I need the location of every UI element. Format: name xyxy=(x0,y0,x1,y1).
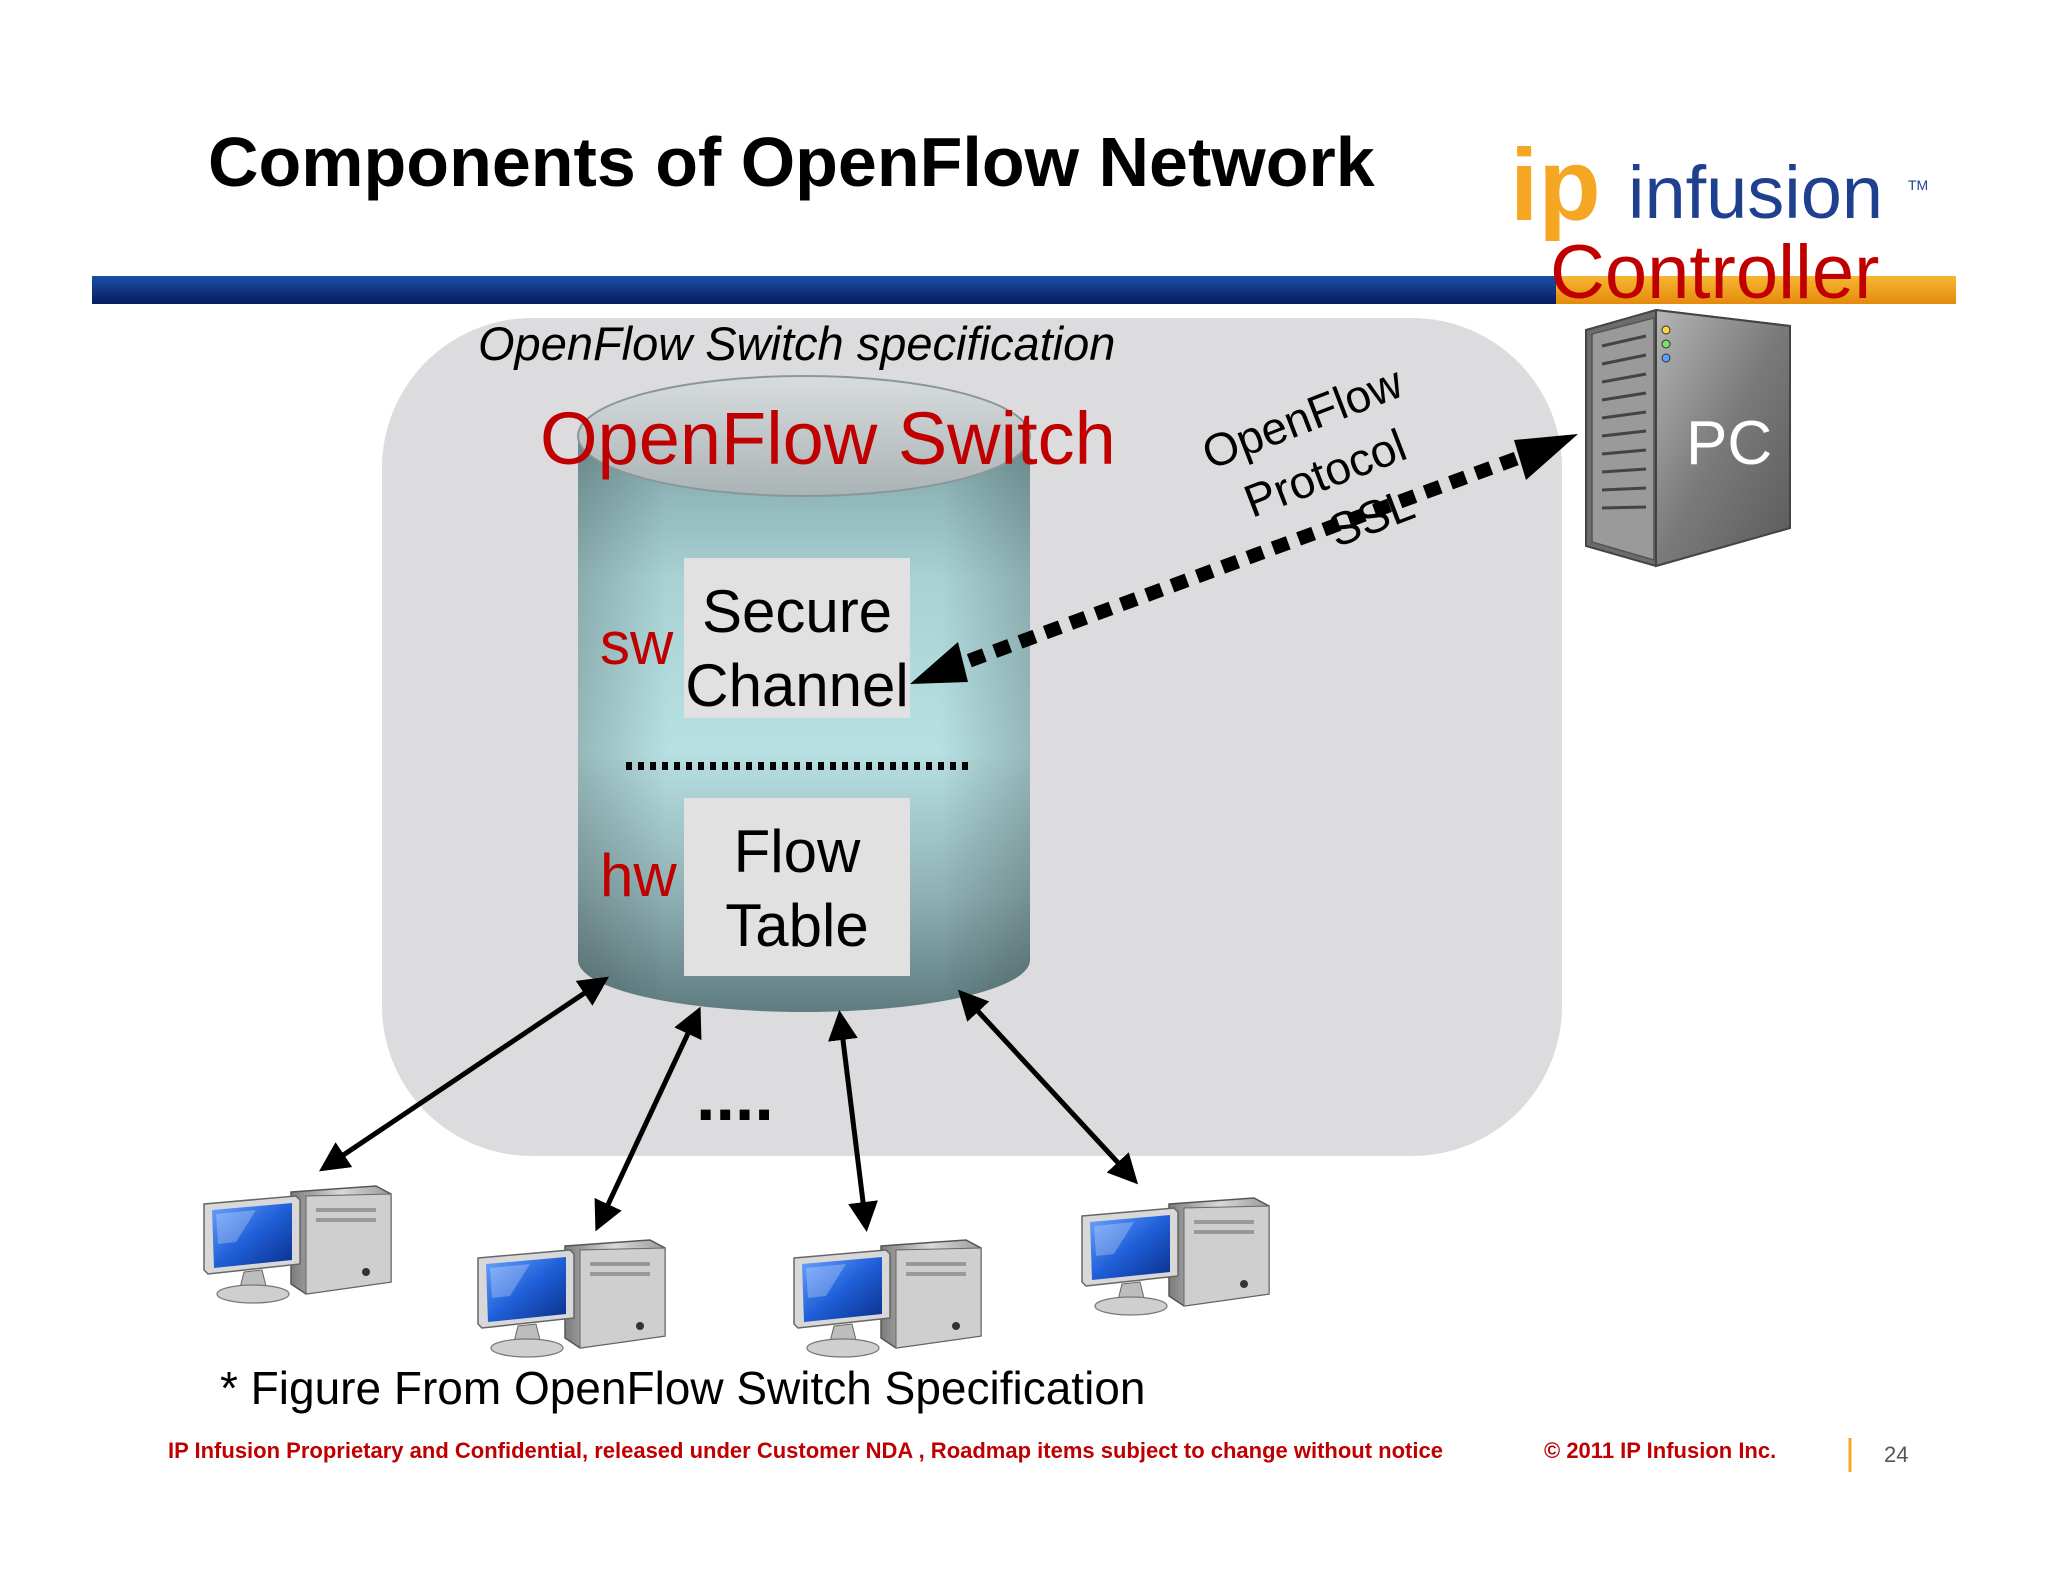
protocol-arrowhead-switch xyxy=(910,642,968,684)
page-number: 24 xyxy=(1884,1442,1908,1467)
openflow-protocol-link xyxy=(941,445,1537,677)
figure-footnote: * Figure From OpenFlow Switch Specificat… xyxy=(220,1362,1145,1414)
flow-table-line2: Table xyxy=(725,892,868,959)
svg-text:infusion: infusion xyxy=(1628,151,1883,234)
host-computer-icon-3 xyxy=(793,1239,982,1358)
controller-server-icon xyxy=(1585,308,1791,568)
hosts-ellipsis: .... xyxy=(696,1057,774,1135)
ip-infusion-logo: ip infusion TM xyxy=(1510,128,1928,242)
host-computer-icon-1 xyxy=(203,1185,392,1304)
footer-confidential: IP Infusion Proprietary and Confidential… xyxy=(168,1438,1443,1463)
spec-region-caption: OpenFlow Switch specification xyxy=(478,317,1115,370)
flow-table-line1: Flow xyxy=(734,818,861,885)
controller-label: Controller xyxy=(1550,230,1879,315)
controller-pc-label: PC xyxy=(1686,409,1772,478)
host-link-2 xyxy=(594,1006,702,1232)
flow-table-box xyxy=(684,798,910,976)
footer-copyright: © 2011 IP Infusion Inc. xyxy=(1544,1438,1776,1463)
svg-text:ip: ip xyxy=(1510,128,1601,242)
protocol-arrowhead-controller xyxy=(1514,434,1578,480)
host-computer-icon-2 xyxy=(477,1239,666,1358)
secure-channel-line1: Secure xyxy=(702,578,892,645)
host-links xyxy=(319,976,1139,1232)
host-link-3 xyxy=(828,1010,878,1232)
hw-label: hw xyxy=(600,842,677,909)
switch-title: OpenFlow Switch xyxy=(540,397,1116,480)
secure-channel-box xyxy=(684,558,910,718)
svg-text:TM: TM xyxy=(1908,177,1928,193)
header-band-accent xyxy=(1556,276,1956,304)
host-computer-icon-4 xyxy=(1081,1197,1270,1316)
sw-label: sw xyxy=(600,610,674,677)
secure-channel-line2: Channel xyxy=(685,652,909,719)
host-link-1 xyxy=(319,976,609,1172)
host-link-4 xyxy=(957,989,1139,1185)
slide-title: Components of OpenFlow Network xyxy=(208,123,1375,201)
